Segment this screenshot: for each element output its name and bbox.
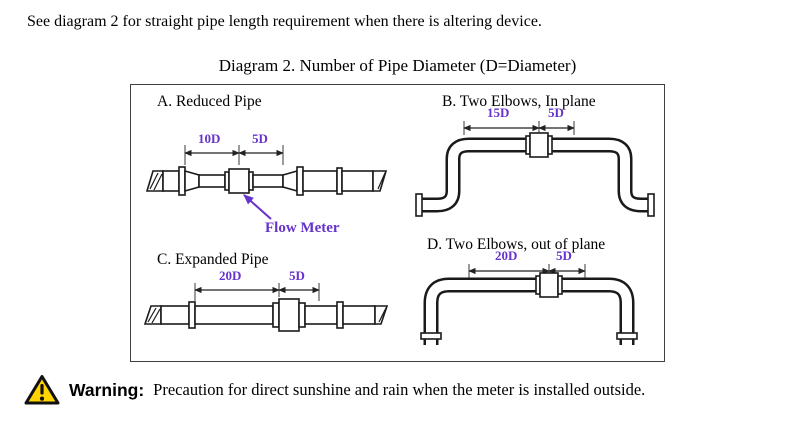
panel-two-elbows-in-plane: B. Two Elbows, In plane 15D 5D: [409, 91, 661, 231]
flow-meter-callout: Flow Meter: [265, 220, 340, 236]
expanded-pipe-shape: [143, 298, 389, 332]
panel-b-dim-upstream: 15D: [487, 105, 510, 120]
panel-d-dim-downstream: 5D: [556, 248, 572, 263]
warning-label: Warning:: [69, 379, 145, 400]
panel-d-dim-upstream: 20D: [495, 248, 518, 263]
panel-reduced-pipe: A. Reduced Pipe 10D 5D Flow Meter: [137, 91, 405, 241]
reduced-pipe-drawing: [145, 145, 388, 220]
panel-c-dim-upstream: 20D: [219, 268, 242, 283]
elbow-pipe-shape: [420, 272, 638, 345]
diagram-title: Diagram 2. Number of Pipe Diameter (D=Di…: [218, 56, 577, 75]
warning-icon: [24, 375, 60, 405]
two-elbows-out-of-plane-drawing: [420, 264, 638, 345]
panel-a-dim-upstream: 10D: [198, 131, 221, 146]
panel-d-label: D. Two Elbows, out of plane: [427, 236, 606, 253]
panel-b-label: B. Two Elbows, In plane: [442, 93, 596, 110]
expanded-pipe-drawing: [143, 283, 389, 332]
two-elbows-in-plane-drawing: [415, 121, 655, 217]
flow-meter-arrow: [243, 194, 272, 220]
panel-a-dim-downstream: 5D: [252, 131, 268, 146]
dimension-extension-lines: [194, 283, 320, 301]
panel-c-dim-downstream: 5D: [289, 268, 305, 283]
intro-text: See diagram 2 for straight pipe length r…: [27, 13, 542, 30]
reduced-pipe-shape: [145, 166, 388, 196]
diagram-box: A. Reduced Pipe 10D 5D Flow Meter: [130, 84, 665, 362]
warning-row: Warning: Precaution for direct sunshine …: [24, 374, 784, 406]
panel-two-elbows-out-of-plane: D. Two Elbows, out of plane 20D 5D: [409, 233, 661, 355]
panel-a-label: A. Reduced Pipe: [157, 93, 262, 110]
panel-expanded-pipe: C. Expanded Pipe 20D 5D: [137, 241, 405, 355]
panel-c-label: C. Expanded Pipe: [157, 251, 269, 268]
panel-b-dim-downstream: 5D: [548, 105, 564, 120]
elbow-pipe-shape: [415, 132, 655, 217]
dimension-extension-lines: [184, 145, 284, 165]
warning-text: Precaution for direct sunshine and rain …: [153, 380, 646, 399]
